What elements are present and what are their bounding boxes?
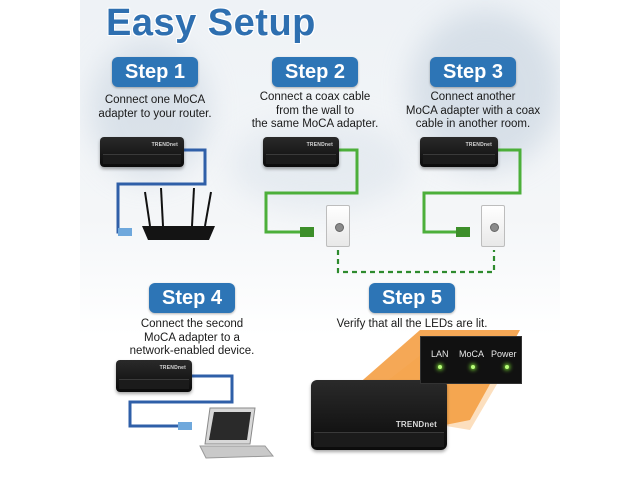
coax-connector: [456, 227, 470, 237]
moca-adapter-large: TRENDnet: [311, 380, 447, 450]
led-status-panel: LAN MoCA Power: [420, 336, 522, 384]
brand-logo: TRENDnet: [465, 142, 492, 148]
moca-adapter: TRENDnet: [420, 137, 498, 167]
led-moca: [471, 365, 475, 369]
moca-adapter: TRENDnet: [263, 137, 339, 167]
in-wall-coax: [336, 250, 496, 274]
led-label-moca: MoCA: [459, 349, 485, 359]
brand-logo: TRENDnet: [151, 142, 178, 148]
step-4-text: Connect the second MoCA adapter to a net…: [129, 318, 255, 357]
led-label-power: Power: [491, 349, 517, 359]
coax-cable: [264, 148, 359, 234]
step-1-badge: Step 1: [112, 57, 198, 87]
router-icon: [142, 187, 215, 240]
step-1-text: Connect one MoCA adapter to your router.: [98, 94, 212, 120]
laptop-icon: [199, 407, 275, 459]
brand-logo: TRENDnet: [306, 142, 333, 148]
ethernet-cable: [128, 374, 234, 428]
step-3-text: Connect another MoCA adapter with a coax…: [405, 91, 541, 130]
ethernet-plug: [178, 422, 192, 430]
brand-logo: TRENDnet: [159, 365, 186, 371]
brand-logo: TRENDnet: [395, 420, 437, 429]
step-5-text: Verify that all the LEDs are lit.: [336, 318, 488, 330]
moca-adapter: TRENDnet: [116, 360, 192, 392]
coax-wall-plate: [326, 205, 350, 247]
coax-wall-plate: [481, 205, 505, 247]
step-5-badge: Step 5: [369, 283, 455, 313]
ethernet-plug: [118, 228, 132, 236]
step-3-badge: Step 3: [430, 57, 516, 87]
led-lan: [438, 365, 442, 369]
page-title: Easy Setup: [106, 2, 316, 44]
led-label-lan: LAN: [431, 349, 449, 359]
step-2-text: Connect a coax cable from the wall to th…: [251, 91, 379, 130]
coax-connector: [300, 227, 314, 237]
step-2-badge: Step 2: [272, 57, 358, 87]
moca-adapter: TRENDnet: [100, 137, 184, 167]
led-power: [505, 365, 509, 369]
step-4-badge: Step 4: [149, 283, 235, 313]
coax-cable: [422, 148, 522, 234]
